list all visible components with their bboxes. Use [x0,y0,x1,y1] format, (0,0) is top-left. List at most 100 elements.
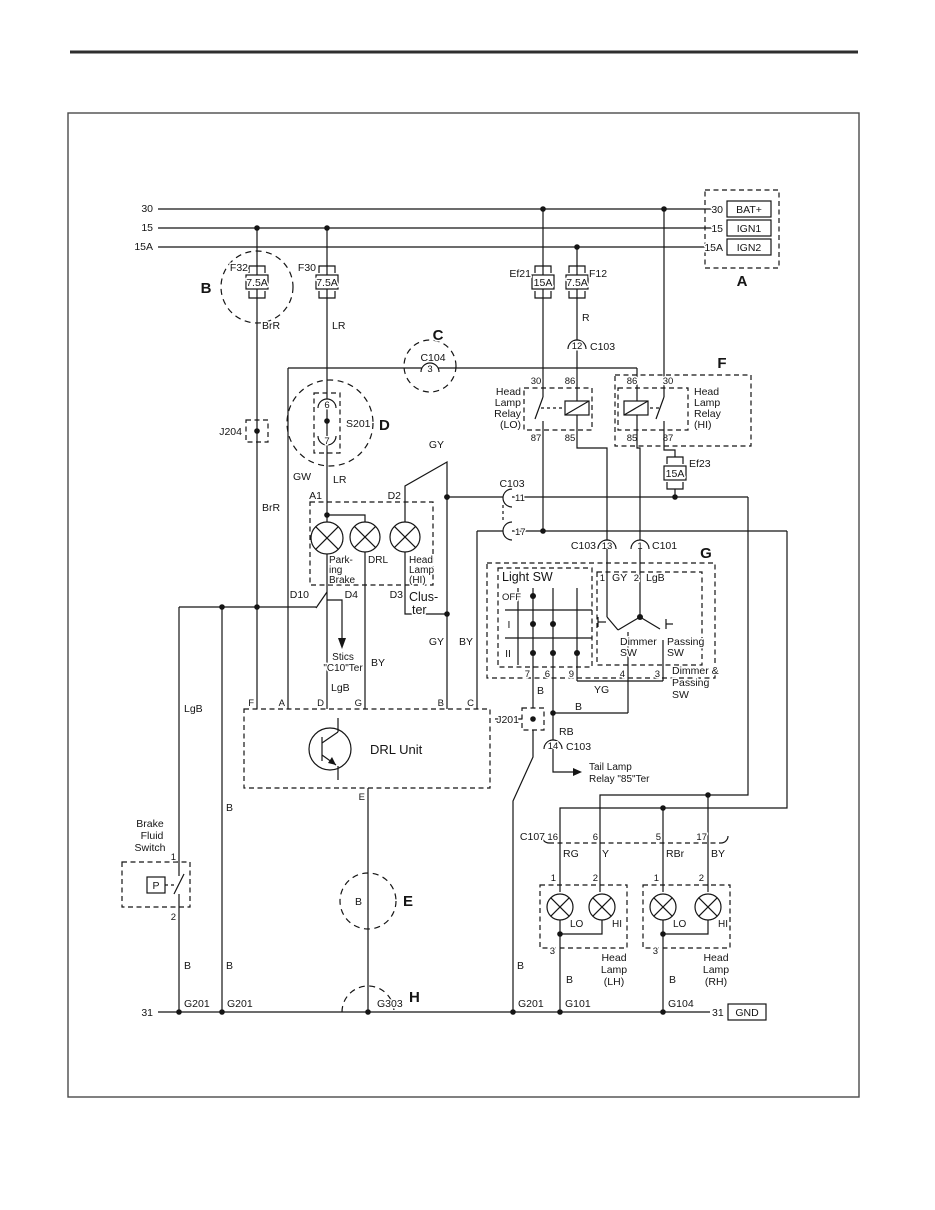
bus-30-label: 30 [141,203,153,215]
j201-label: J201 [496,714,519,726]
fuse-f30-rating: 7.5A [316,277,338,289]
wire-gy-label-2: GY [429,636,444,648]
headlamp-relay-hi: 86 30 85 87 Head Lamp Relay (HI) F [614,209,752,447]
section-e-label: E [403,893,413,910]
splice-j201: J201 B B [495,684,546,1012]
section-c-label: C [433,327,444,344]
relay-hi-title-3: Relay [694,408,722,420]
drl-pin-b: B [438,698,444,709]
cluster-pin-d3: D3 [390,589,404,601]
bus-15-label: 15 [141,222,153,234]
wire-lr-label-2: LR [333,474,347,486]
wire-gy-label-1: GY [429,439,444,451]
cluster-title-1: Clus- [409,590,438,604]
light-sw-row-2: II [505,648,511,660]
drl-pin-a: A [279,698,286,709]
headlamp-lh-hi-label: HI [612,919,622,930]
ign1-label: IGN1 [737,223,762,235]
s201-label: S201 [346,418,371,430]
relay-hi-title-4: (HI) [694,419,712,431]
wire-rg-label: RG [563,848,579,860]
ground-g303: G303 [377,998,403,1010]
hi-lamp-label-2: Lamp [409,565,434,576]
wire-rbr-label: RBr [666,848,685,860]
tail-note-1: Tail Lamp [589,762,632,773]
fuse-f12-rating: 7.5A [566,277,588,289]
wire-yg-label: YG [594,684,609,696]
light-sw-pin2: 2 [634,573,639,584]
light-sw-pin1: 1 [600,573,605,584]
headlamp-lh-pin1: 1 [551,873,556,884]
fuse-ef21: Ef21 15A [508,209,555,388]
fuse-ef23-rating: 15A [666,468,685,480]
left-ground-wires: LgB B B B [178,607,235,1012]
hi-lamp-label-1: Head [409,555,433,566]
c107-pin6: 6 [593,832,598,843]
c103-label-12: C103 [590,341,615,353]
fuse-ef21-rating: 15A [534,277,553,289]
brake-fluid-switch-pin2: 2 [171,912,176,923]
passing-pin3: 3 [655,669,660,680]
dimmer-passing-caption-1: Dimmer & [672,665,719,677]
fuse-f30-name: F30 [298,262,316,274]
section-g-label: G [700,545,712,562]
wire-b-label-1: B [537,685,544,697]
wire-y-label: Y [602,848,609,860]
passing-sw-label-2: SW [667,647,684,659]
headlamp-rh: 1 2 LO HI 3 B Head Lamp (RH) [642,872,731,1012]
brake-fluid-switch-title-2: Fluid [141,830,164,842]
wire-b-label-5: B [226,960,233,972]
wire-by-label-2: BY [459,636,473,648]
ground-g201-a: G201 [184,998,210,1010]
headlamp-lh: 1 2 LO HI 3 B Head Lamp (LH) [539,872,629,1012]
wire-brr-label-1: BrR [262,320,281,332]
section-a-label: A [737,273,748,290]
dimmer-passing-caption-3: SW [672,689,689,701]
light-sw-pin9: 9 [569,669,574,680]
splice-s201: 6 7 S201 D GW LR [286,379,392,502]
headlamp-lh-title-3: (LH) [604,976,624,988]
wire-b-label-8: B [355,896,362,908]
wire-b-label-2: B [575,701,582,713]
cluster-pin-d4: D4 [345,589,359,601]
ground-31-right: 31 [712,1007,724,1019]
c103-label-14: C103 [566,741,591,753]
passing-sw-label-1: Passing [667,636,705,648]
ground-g201-c: G201 [518,998,544,1010]
fuse-f12: F12 7.5A R 12 C103 [565,247,617,388]
wire-lgb-label-1: LgB [331,682,350,694]
fuse-f32-rating: 7.5A [246,277,268,289]
stics-note-2: "C10"Ter [323,663,363,674]
page-frame [67,50,860,1098]
boxa-15a: 15A [704,242,723,254]
c103-label-13: C103 [571,540,596,552]
headlamp-lh-pin2: 2 [593,873,598,884]
drl-unit: DRL Unit F A D G B C E [243,697,491,1012]
battery-ignition-box: 30 BAT+ 15 IGN1 15A IGN2 A [703,189,780,292]
splice-j204: J204 BrR [218,419,282,516]
headlamp-rh-hi-label: HI [718,919,728,930]
section-b-label: B [201,280,212,297]
relay-hi-pin85: 85 [627,433,638,444]
s201-pin7: 7 [324,436,329,447]
wire-b-label-9: B [226,802,233,814]
light-sw-row-1: I [508,619,511,631]
c103-pin17: 17 [515,527,526,538]
dimmer-pin4: 4 [620,669,625,680]
headlamp-lh-lo-label: LO [570,919,584,930]
light-sw-pin7: 7 [525,669,530,680]
wire-b-label-3: B [517,960,524,972]
c101-pin1: 1 [637,541,642,552]
boxa-30: 30 [711,204,723,216]
c103-pin11: 11 [515,493,525,504]
hi-lamp-label-3: (HI) [409,575,426,586]
headlamp-rh-title-1: Head [703,952,728,964]
ground-31-left: 31 [141,1007,153,1019]
headlamp-lh-title-1: Head [601,952,626,964]
light-sw-row-off: OFF [502,592,521,603]
wire-rb-label: RB [559,726,574,738]
parking-brake-lamp-label-2: ing [329,565,342,576]
relay-lo-title-1: Head [496,386,521,398]
headlamp-rh-title-3: (RH) [705,976,727,988]
relay-wiring [542,430,641,540]
